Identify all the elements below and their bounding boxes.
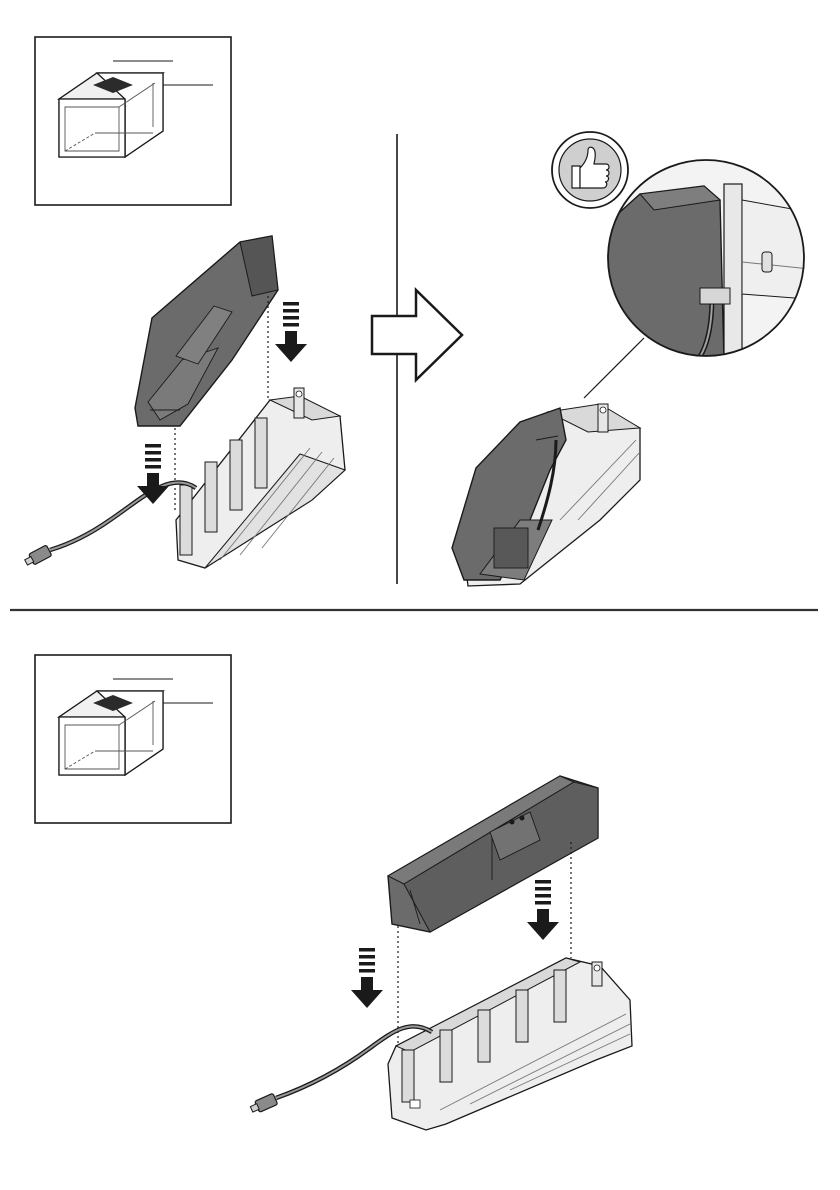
step-1-panel	[23, 37, 820, 586]
location-thumbnail-step-2	[35, 655, 231, 823]
location-thumbnail-step-1	[35, 37, 231, 205]
assembly-before-step-2	[249, 776, 632, 1130]
assembly-before-step-1	[23, 236, 345, 568]
right-arrow-icon	[372, 290, 462, 380]
thumbs-up-icon	[552, 132, 628, 208]
assembly-result-step-1	[452, 338, 644, 586]
cover-part	[135, 236, 278, 426]
zoom-cable-clip	[600, 160, 820, 360]
base-tray	[388, 958, 632, 1130]
down-arrow-icon	[527, 880, 559, 940]
cover-part	[388, 776, 598, 932]
power-cable	[23, 482, 196, 567]
down-arrow-icon	[351, 948, 383, 1008]
step-2-panel	[35, 655, 632, 1130]
plug-icon	[249, 1093, 278, 1115]
plug-icon	[23, 545, 52, 568]
down-arrow-icon	[275, 302, 307, 362]
base-tray	[176, 388, 345, 568]
